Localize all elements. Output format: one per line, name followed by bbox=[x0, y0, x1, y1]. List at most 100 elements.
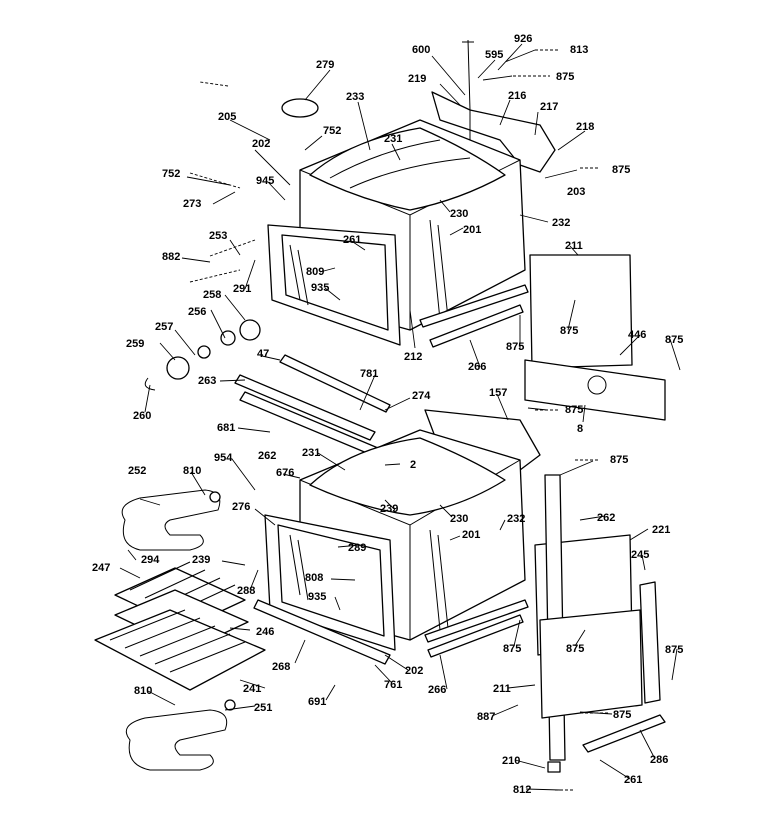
callout-label: 232 bbox=[552, 217, 570, 229]
callout-labels: 600 926 813 595 875 279 219 216 217 205 … bbox=[92, 33, 683, 796]
lower-oven-assembly bbox=[253, 409, 666, 773]
middle-trim-parts bbox=[234, 354, 391, 457]
callout-label: 259 bbox=[126, 338, 144, 350]
callout-label: 752 bbox=[323, 125, 341, 137]
callout-label: 875 bbox=[506, 341, 524, 353]
callout-label: 273 bbox=[183, 198, 201, 210]
callout-label: 260 bbox=[133, 410, 151, 422]
callout-label: 216 bbox=[508, 90, 526, 102]
callout-label: 954 bbox=[214, 452, 233, 464]
callout-label: 211 bbox=[493, 683, 511, 695]
callout-label: 230 bbox=[450, 208, 468, 220]
callout-label: 205 bbox=[218, 111, 236, 123]
callout-label: 201 bbox=[462, 529, 480, 541]
callout-label: 218 bbox=[576, 121, 594, 133]
callout-label: 245 bbox=[631, 549, 649, 561]
upper-side-panel bbox=[529, 254, 633, 369]
callout-label: 279 bbox=[316, 59, 334, 71]
callout-label: 257 bbox=[155, 321, 173, 333]
callout-label: 810 bbox=[134, 685, 152, 697]
callout-label: 251 bbox=[254, 702, 272, 714]
callout-label: 595 bbox=[485, 49, 503, 61]
callout-label: 676 bbox=[276, 467, 294, 479]
callout-label: 232 bbox=[507, 513, 525, 525]
callout-label: 882 bbox=[162, 251, 180, 263]
callout-label: 221 bbox=[652, 524, 670, 536]
callout-label: 219 bbox=[408, 73, 426, 85]
callout-label: 294 bbox=[141, 554, 160, 566]
callout-label: 935 bbox=[311, 282, 329, 294]
callout-label: 781 bbox=[360, 368, 378, 380]
callout-label: 247 bbox=[92, 562, 110, 574]
callout-label: 261 bbox=[343, 234, 361, 246]
callout-label: 752 bbox=[162, 168, 180, 180]
callout-label: 252 bbox=[128, 465, 146, 477]
callout-label: 887 bbox=[477, 711, 495, 723]
callout-label: 253 bbox=[209, 230, 227, 242]
callout-label: 812 bbox=[513, 784, 531, 796]
callout-label: 274 bbox=[412, 390, 431, 402]
lower-back-panel bbox=[539, 609, 643, 719]
callout-label: 875 bbox=[665, 644, 683, 656]
callout-label: 212 bbox=[404, 351, 422, 363]
insulation-blanket bbox=[309, 127, 506, 211]
callout-label: 875 bbox=[503, 643, 521, 655]
callout-label: 875 bbox=[610, 454, 628, 466]
vent-duct bbox=[431, 91, 556, 173]
oven-rack bbox=[94, 609, 266, 691]
callout-label: 258 bbox=[203, 289, 221, 301]
callout-label: 217 bbox=[540, 101, 558, 113]
callout-label: 231 bbox=[384, 133, 402, 145]
callout-label: 691 bbox=[308, 696, 326, 708]
callout-label: 241 bbox=[243, 683, 261, 695]
callout-label: 211 bbox=[565, 240, 583, 252]
callout-label: 813 bbox=[570, 44, 588, 56]
callout-label: 286 bbox=[650, 754, 668, 766]
callout-label: 875 bbox=[612, 164, 630, 176]
callout-label: 263 bbox=[198, 375, 216, 387]
callout-label: 266 bbox=[468, 361, 486, 373]
callout-label: 875 bbox=[613, 709, 631, 721]
callout-label: 268 bbox=[272, 661, 290, 673]
callout-label: 808 bbox=[305, 572, 323, 584]
light-cover bbox=[281, 98, 319, 118]
callout-label: 157 bbox=[489, 387, 507, 399]
callout-label: 276 bbox=[232, 501, 250, 513]
callout-label: 945 bbox=[256, 175, 274, 187]
callout-label: 809 bbox=[306, 266, 324, 278]
callout-label: 875 bbox=[560, 325, 578, 337]
upper-oven-assembly bbox=[267, 39, 666, 421]
upper-back-panel bbox=[524, 359, 666, 421]
callout-label: 203 bbox=[567, 186, 585, 198]
callout-label: 266 bbox=[428, 684, 446, 696]
callout-label: 210 bbox=[502, 755, 520, 767]
callout-label: 288 bbox=[237, 585, 255, 597]
callout-label: 2 bbox=[410, 459, 416, 471]
callout-label: 875 bbox=[556, 71, 574, 83]
callout-label: 289 bbox=[348, 542, 366, 554]
callout-label: 201 bbox=[463, 224, 481, 236]
callout-label: 239 bbox=[192, 554, 210, 566]
callout-label: 262 bbox=[258, 450, 276, 462]
callout-label: 202 bbox=[405, 665, 423, 677]
callout-label: 8 bbox=[577, 423, 583, 435]
callout-label: 681 bbox=[217, 422, 235, 434]
callout-label: 875 bbox=[566, 643, 584, 655]
bake-element bbox=[125, 709, 228, 771]
elements-and-racks bbox=[94, 489, 266, 771]
callout-label: 202 bbox=[252, 138, 270, 150]
hinge-and-knob-parts bbox=[144, 239, 261, 391]
callout-label: 446 bbox=[628, 329, 646, 341]
callout-label: 246 bbox=[256, 626, 274, 638]
callout-label: 291 bbox=[233, 283, 251, 295]
callout-label: 239 bbox=[380, 503, 398, 515]
callout-label: 600 bbox=[412, 44, 430, 56]
lower-insulation-blanket bbox=[309, 437, 506, 516]
callout-label: 810 bbox=[183, 465, 201, 477]
callout-label: 261 bbox=[624, 774, 642, 786]
callout-label: 761 bbox=[384, 679, 402, 691]
callout-label: 231 bbox=[302, 447, 320, 459]
leader-lines bbox=[119, 43, 681, 791]
callout-label: 256 bbox=[188, 306, 206, 318]
